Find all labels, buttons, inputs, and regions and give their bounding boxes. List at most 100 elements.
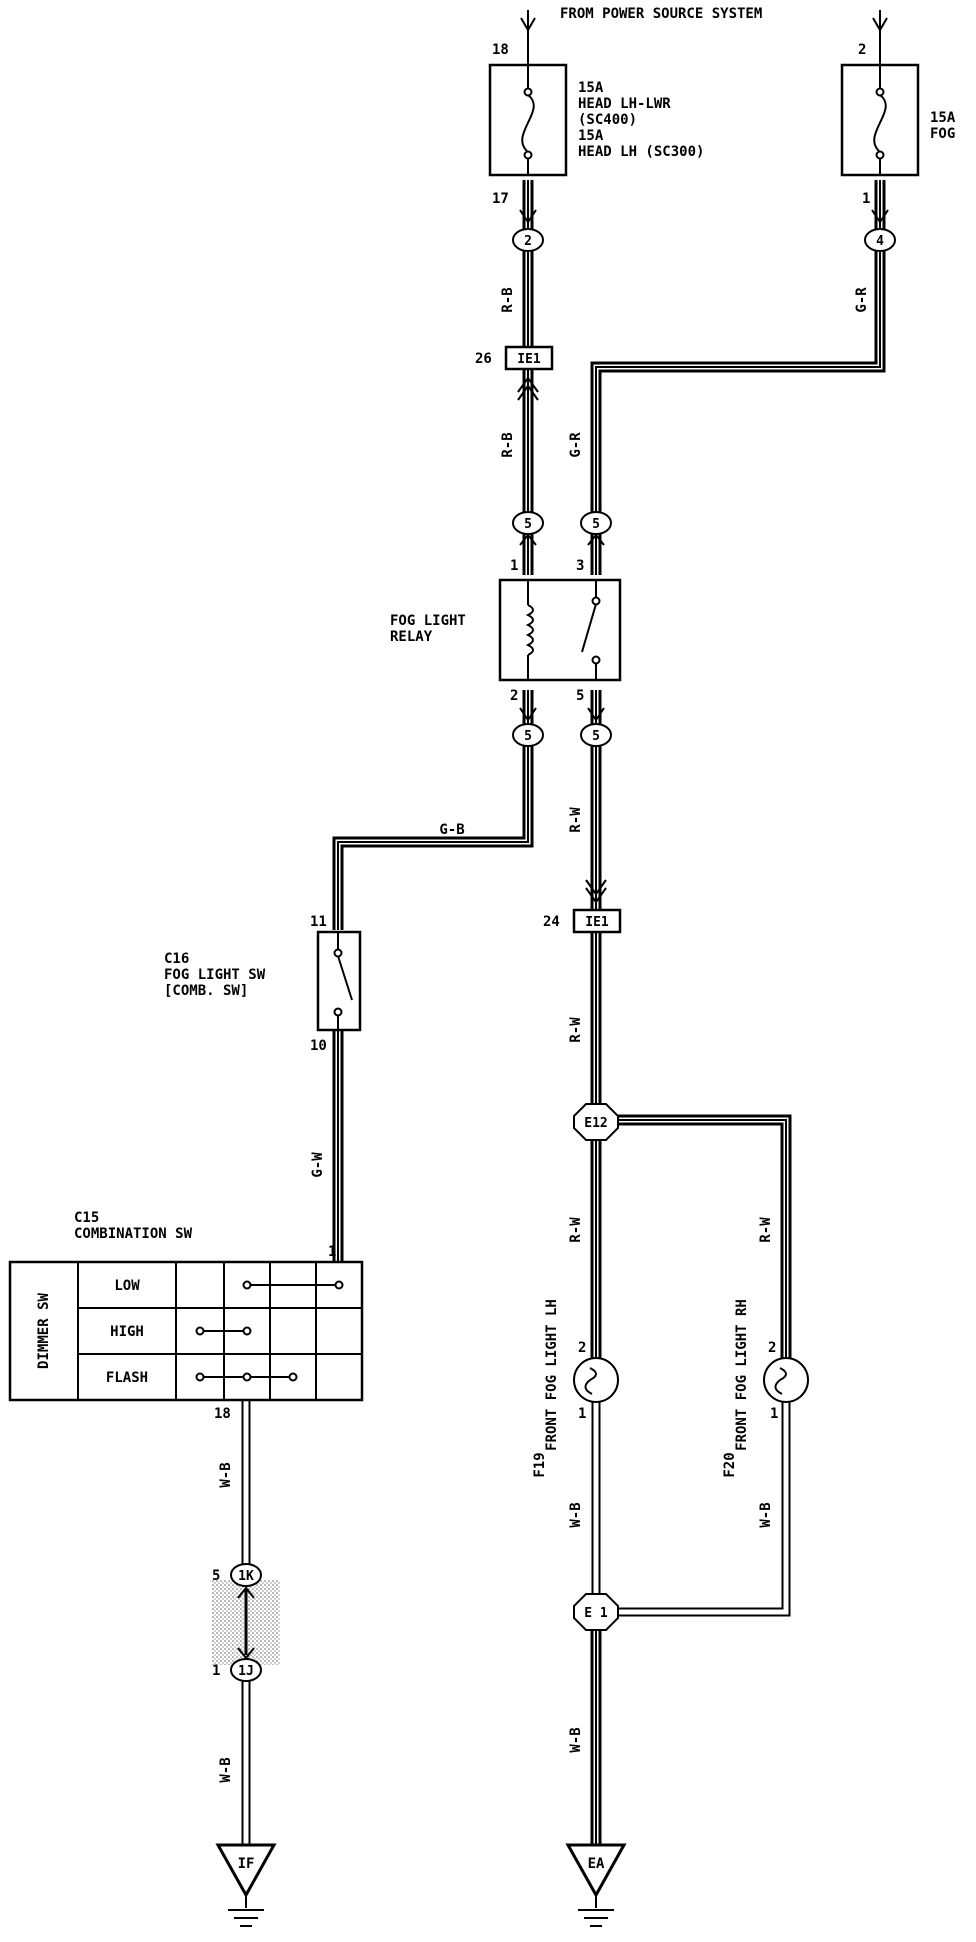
connector-ie1-top: IE1 26	[475, 345, 554, 401]
fuse-head-line-4: 15A	[578, 128, 604, 144]
rh-name: FRONT FOG LIGHT RH	[734, 1299, 750, 1451]
label-rw-1: R-W	[568, 807, 584, 833]
svg-text:2: 2	[524, 234, 532, 249]
label-wb-c15: W-B	[218, 1462, 234, 1487]
label-rb-top: R-B	[500, 287, 516, 312]
ground-ea: EA	[565, 1843, 627, 1927]
comb-switch-pin-top: 1	[328, 1244, 336, 1260]
fuse-head-pin-in: 18	[492, 42, 509, 58]
connector-1k-pin: 5	[212, 1568, 220, 1584]
connector-5-b: 5	[580, 511, 612, 535]
wire-layer	[241, 180, 886, 1845]
fog-light-relay: 1 3 2 5 FOG LIGHT RELAY	[390, 558, 622, 704]
svg-text:E 1: E 1	[584, 1606, 608, 1621]
label-gb: G-B	[439, 822, 464, 838]
fuse-head-line-3: (SC400)	[578, 112, 637, 128]
svg-text:E12: E12	[584, 1116, 607, 1131]
fog-switch-id: C16	[164, 951, 189, 967]
connector-4: 4	[864, 228, 896, 252]
label-wb-lh: W-B	[568, 1502, 584, 1527]
fuse-head-line-2: HEAD LH-LWR	[578, 96, 671, 112]
rh-pin-1: 1	[770, 1406, 778, 1422]
svg-text:EA: EA	[588, 1856, 605, 1872]
fog-switch-pin-bottom: 10	[310, 1038, 327, 1054]
connector-1j: 1J	[238, 1664, 254, 1679]
connector-5-c: 5	[512, 723, 544, 747]
lh-pin-1: 1	[578, 1406, 586, 1422]
wire-wb-rh	[618, 1400, 791, 1617]
connector-2: 2	[512, 228, 544, 252]
fuse-head-line-5: HEAD LH (SC300)	[578, 144, 704, 160]
connector-5-a: 5	[512, 511, 544, 535]
row-low: LOW	[114, 1278, 140, 1294]
svg-text:5: 5	[524, 729, 532, 744]
connector-1k-1j: 1K 5 1J 1	[212, 1563, 280, 1682]
front-fog-light-rh: 2 1 FRONT FOG LIGHT RH F20	[722, 1299, 809, 1478]
row-flash: FLASH	[106, 1370, 148, 1386]
connector-layer: 2 4 IE1 26 5 5 5 5 IE1 24	[212, 209, 896, 1682]
fog-switch-line-2: [COMB. SW]	[164, 983, 248, 999]
wire-labels: R-B G-R R-B G-R G-B R-W R-W R-W R-W G-W …	[218, 287, 870, 1783]
svg-text:5: 5	[592, 517, 600, 532]
relay-label-2: RELAY	[390, 629, 433, 645]
relay-pin-5: 5	[576, 688, 584, 704]
label-rb-mid: R-B	[500, 432, 516, 457]
lh-pin-2: 2	[578, 1340, 586, 1356]
rh-pin-2: 2	[768, 1340, 776, 1356]
svg-text:4: 4	[876, 234, 884, 249]
fuse-fog: 2 1 15A FOG	[840, 10, 956, 207]
fuse-head-pin-out: 17	[492, 191, 509, 207]
label-gr-mid: G-R	[568, 432, 584, 458]
fuse-fog-line-2: FOG	[930, 126, 955, 142]
relay-pin-1: 1	[510, 558, 518, 574]
wire-gr	[590, 180, 886, 575]
label-wb-rh: W-B	[758, 1502, 774, 1527]
combination-switch: C15 COMBINATION SW 1 DIMMER SW LOW HIGH …	[8, 1210, 364, 1422]
wire-rw-rh	[618, 1114, 792, 1360]
ground-if: IF	[215, 1843, 277, 1927]
label-wb-j: W-B	[218, 1757, 234, 1782]
connector-ie1-mid: IE1 24	[543, 879, 622, 934]
connector-5-d: 5	[580, 723, 612, 747]
svg-text:IE1: IE1	[517, 352, 541, 367]
ie1-top-pin: 26	[475, 351, 492, 367]
fuse-head-line-1: 15A	[578, 80, 604, 96]
row-high: HIGH	[110, 1324, 144, 1340]
comb-switch-id: C15	[74, 1210, 99, 1226]
connector-1k: 1K	[238, 1569, 254, 1584]
fuse-head: 18 17 15A HEAD LH-LWR (SC400) 15A HEAD L…	[488, 10, 704, 207]
svg-text:5: 5	[592, 729, 600, 744]
relay-pin-3: 3	[576, 558, 584, 574]
fuse-fog-line-1: 15A	[930, 110, 956, 126]
connector-e12: E12	[573, 1103, 619, 1141]
front-fog-light-lh: 2 1 FRONT FOG LIGHT LH F19	[532, 1299, 619, 1478]
svg-text:IF: IF	[238, 1856, 255, 1872]
fog-switch-pin-top: 11	[310, 914, 327, 930]
label-rw-lh: R-W	[568, 1217, 584, 1243]
label-rw-2: R-W	[568, 1017, 584, 1043]
comb-switch-pin-bottom: 18	[214, 1406, 231, 1422]
lh-name: FRONT FOG LIGHT LH	[544, 1299, 560, 1451]
relay-pin-2: 2	[510, 688, 518, 704]
dimmer-sw-label: DIMMER SW	[36, 1293, 52, 1369]
fuse-fog-pin-in: 2	[858, 42, 866, 58]
fog-switch-line-1: FOG LIGHT SW	[164, 967, 266, 983]
label-gr-top: G-R	[854, 287, 870, 313]
connector-e1: E 1	[573, 1593, 619, 1631]
wire-gb	[332, 690, 534, 930]
rh-id: F20	[722, 1452, 738, 1477]
label-rw-rh: R-W	[758, 1217, 774, 1243]
comb-switch-title: COMBINATION SW	[74, 1226, 193, 1242]
lh-id: F19	[532, 1452, 548, 1477]
relay-label-1: FOG LIGHT	[390, 613, 466, 629]
fuse-fog-pin-out: 1	[862, 191, 870, 207]
ie1-mid-pin: 24	[543, 914, 560, 930]
svg-text:5: 5	[524, 517, 532, 532]
fog-light-switch: 11 10 C16 FOG LIGHT SW [COMB. SW]	[164, 914, 362, 1054]
label-gw: G-W	[310, 1152, 326, 1178]
svg-text:IE1: IE1	[585, 915, 609, 930]
power-source-label: FROM POWER SOURCE SYSTEM	[560, 6, 762, 22]
connector-1j-pin: 1	[212, 1663, 220, 1679]
label-wb-e1: W-B	[568, 1727, 584, 1752]
